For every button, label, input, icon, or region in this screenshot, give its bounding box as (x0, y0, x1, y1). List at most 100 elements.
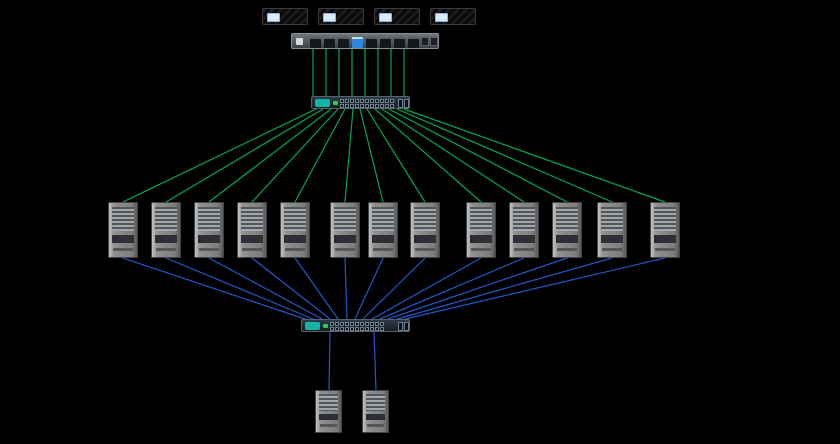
front-vents (654, 207, 676, 231)
vendor-logo (296, 38, 303, 45)
uplink-cable (251, 108, 339, 203)
uplink-port (404, 322, 409, 331)
server-tower (552, 202, 582, 258)
ethernet-port (340, 104, 344, 108)
storage-unit (374, 8, 420, 25)
rack-server (291, 33, 439, 49)
downlink-cable (362, 257, 426, 320)
drive-band (556, 235, 578, 243)
switch-brand-badge (305, 322, 320, 330)
ethernet-port (365, 327, 369, 331)
server-tower (108, 202, 138, 258)
ethernet-port (370, 99, 374, 103)
downlink-cable (379, 257, 525, 320)
ethernet-port (345, 322, 349, 326)
server-tower (194, 202, 224, 258)
drive-bay (324, 37, 335, 48)
front-vents (601, 207, 623, 231)
status-screen (267, 13, 280, 22)
front-vents (470, 207, 492, 231)
ethernet-port (380, 327, 384, 331)
drive-band (334, 235, 356, 243)
downlink-cable (165, 257, 314, 320)
uplink-cable (381, 108, 525, 203)
drive-band (414, 235, 436, 243)
ethernet-port (375, 99, 379, 103)
downlink-cable (371, 257, 482, 320)
ethernet-port (385, 99, 389, 103)
ethernet-port (360, 99, 364, 103)
ethernet-port (385, 104, 389, 108)
front-vents (366, 394, 385, 411)
ethernet-port (340, 99, 344, 103)
downlink-cable (396, 257, 613, 320)
ethernet-port (360, 322, 364, 326)
drive-band (241, 235, 263, 243)
downlink-cable (122, 257, 306, 320)
expansion-slot (514, 248, 534, 251)
ethernet-port (375, 327, 379, 331)
expansion-slot (471, 248, 491, 251)
ethernet-port (355, 104, 359, 108)
drive-band (155, 235, 177, 243)
psu-right (430, 37, 438, 46)
downlink-cable (294, 257, 339, 320)
expansion-slot (320, 424, 337, 427)
front-vents (319, 394, 338, 411)
uplink-cable (344, 108, 354, 203)
uplink-cable (359, 108, 384, 203)
expansion-slot (285, 248, 305, 251)
server-tower (650, 202, 680, 258)
status-screen (435, 13, 448, 22)
drive-band (319, 414, 338, 420)
uplink-cable (403, 108, 666, 203)
expansion-slot (655, 248, 675, 251)
drive-band (284, 235, 306, 243)
storage-unit (262, 8, 308, 25)
downlink-cable (344, 257, 348, 320)
switch-brand-badge (315, 99, 330, 107)
drive-band (366, 414, 385, 420)
server-tower (410, 202, 440, 258)
drive-band (372, 235, 394, 243)
expansion-slot (335, 248, 355, 251)
drive-bay (408, 37, 419, 48)
ethernet-port (380, 99, 384, 103)
front-vents (198, 207, 220, 231)
ethernet-port (345, 99, 349, 103)
drive-band (601, 235, 623, 243)
workstation-tower (362, 390, 389, 433)
ethernet-port (370, 322, 374, 326)
expansion-slot (367, 424, 384, 427)
drive-band (513, 235, 535, 243)
ethernet-port (370, 327, 374, 331)
ethernet-port (335, 322, 339, 326)
uplink-cable (396, 108, 613, 203)
ethernet-port (370, 104, 374, 108)
ethernet-port (360, 327, 364, 331)
drive-bay (310, 37, 321, 48)
uplink-cable (208, 108, 332, 203)
downlink-cable (354, 257, 384, 320)
status-screen (323, 13, 336, 22)
front-vents (414, 207, 436, 231)
workstation-tower (315, 390, 342, 433)
ethernet-port (355, 327, 359, 331)
status-screen (379, 13, 392, 22)
downlink-cable (387, 257, 568, 320)
ethernet-port (375, 104, 379, 108)
server-tower (330, 202, 360, 258)
server-tower (151, 202, 181, 258)
drive-band (654, 235, 676, 243)
expansion-slot (415, 248, 435, 251)
expansion-slot (242, 248, 262, 251)
ethernet-port (350, 99, 354, 103)
front-vents (334, 207, 356, 231)
storage-unit (318, 8, 364, 25)
downlink-cable (328, 331, 331, 391)
storage-unit (430, 8, 476, 25)
ethernet-port (390, 104, 394, 108)
drive-bay (394, 37, 405, 48)
drive-bay (366, 37, 377, 48)
